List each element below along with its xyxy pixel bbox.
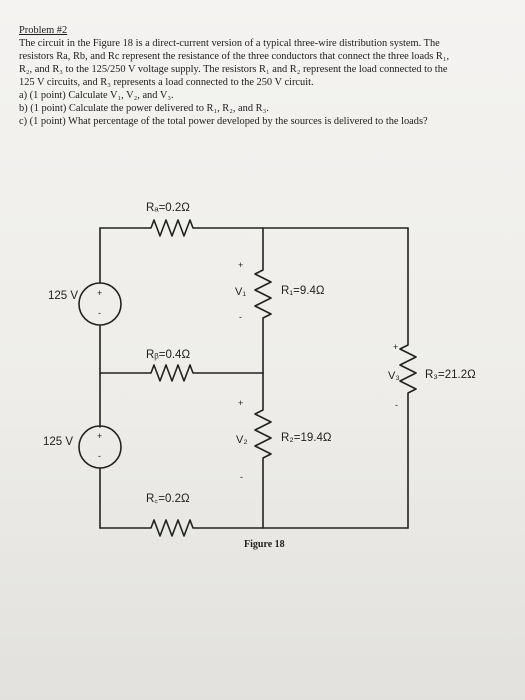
- v1-minus: -: [239, 312, 242, 322]
- source-top-minus: -: [98, 308, 101, 318]
- r1-label: R₁=9.4Ω: [281, 285, 325, 297]
- problem-title: Problem #2: [19, 25, 68, 36]
- source-bottom-minus: -: [98, 451, 101, 461]
- r2-branch: [254, 372, 272, 529]
- rc-label: R꜀=0.2Ω: [146, 493, 190, 505]
- source-bottom-label: 125 V: [43, 436, 73, 448]
- figure-caption: Figure 18: [244, 539, 285, 550]
- r2-label: R₂=19.4Ω: [281, 432, 332, 444]
- top-wire: [99, 219, 409, 237]
- v2-label: V₂: [236, 434, 248, 446]
- v3-label: V₃: [388, 370, 400, 382]
- question-c: c) (1 point) What percentage of the tota…: [19, 116, 428, 127]
- problem-line: resistors Ra, Rb, and Rc represent the r…: [19, 51, 450, 62]
- r3-label: R₃=21.2Ω: [425, 369, 476, 381]
- v3-plus: +: [393, 342, 398, 352]
- v1-label: V₁: [235, 286, 246, 298]
- source-top: [78, 282, 122, 326]
- source-top-plus: +: [97, 288, 102, 298]
- source-top-label: 125 V: [48, 290, 78, 302]
- source-bottom-plus: +: [97, 431, 102, 441]
- question-a: a) (1 point) Calculate V₁, V₂, and V₃.: [19, 90, 174, 101]
- middle-wire: [99, 364, 264, 382]
- source-bottom: [78, 425, 122, 469]
- problem-line: R₂, and R₃ to the 125/250 V voltage supp…: [19, 64, 448, 75]
- bottom-wire: [99, 519, 409, 537]
- v2-plus: +: [238, 398, 243, 408]
- v3-minus: -: [395, 400, 398, 410]
- ra-label: Rₐ=0.2Ω: [146, 202, 190, 214]
- problem-text: Problem #2 The circuit in the Figure 18 …: [19, 24, 511, 128]
- r1-branch: [254, 227, 272, 374]
- problem-line: The circuit in the Figure 18 is a direct…: [19, 38, 440, 49]
- v2-minus: -: [240, 472, 243, 482]
- question-b: b) (1 point) Calculate the power deliver…: [19, 103, 269, 114]
- r3-branch: [399, 227, 417, 529]
- rb-label: Rᵦ=0.4Ω: [146, 349, 190, 361]
- v1-plus: +: [238, 260, 243, 270]
- problem-line: 125 V circuits, and R₃ represents a load…: [19, 77, 314, 88]
